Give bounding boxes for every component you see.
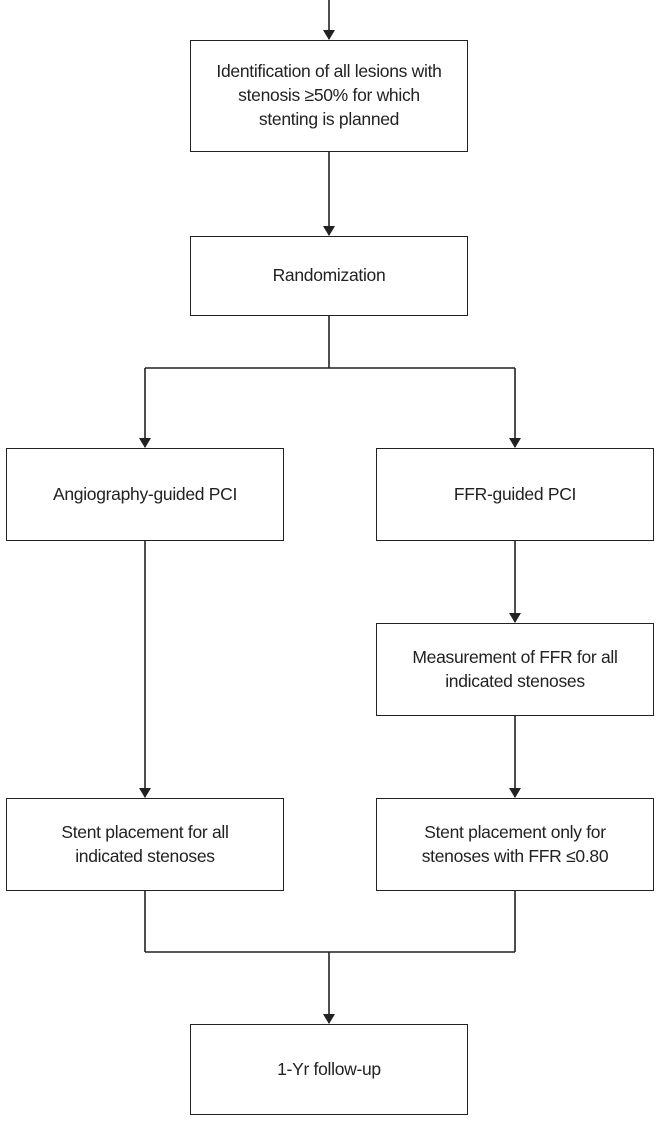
stent-all-box: Stent placement for all indicated stenos… [6,798,284,891]
ffr-measurement-label: Measurement of FFR for all indicated ste… [412,646,618,691]
stent-all-label: Stent placement for all indicated stenos… [61,821,229,866]
angiography-pci-label: Angiography-guided PCI [52,483,238,504]
ffr-measurement-box: Measurement of FFR for all indicated ste… [376,623,654,716]
ffr-pci-box: FFR-guided PCI [376,448,654,541]
stent-ffr-box: Stent placement only for stenoses with F… [376,798,654,891]
angiography-pci-box: Angiography-guided PCI [6,448,284,541]
ffr-pci-label: FFR-guided PCI [453,483,577,504]
followup-box: 1-Yr follow-up [190,1024,468,1115]
followup-label: 1-Yr follow-up [277,1058,381,1079]
identification-label: Identification of all lesions with steno… [216,61,442,129]
randomization-label: Randomization [272,265,386,286]
identification-box: Identification of all lesions with steno… [190,40,468,152]
stent-ffr-label: Stent placement only for stenoses with F… [421,821,609,866]
randomization-box: Randomization [190,236,468,316]
